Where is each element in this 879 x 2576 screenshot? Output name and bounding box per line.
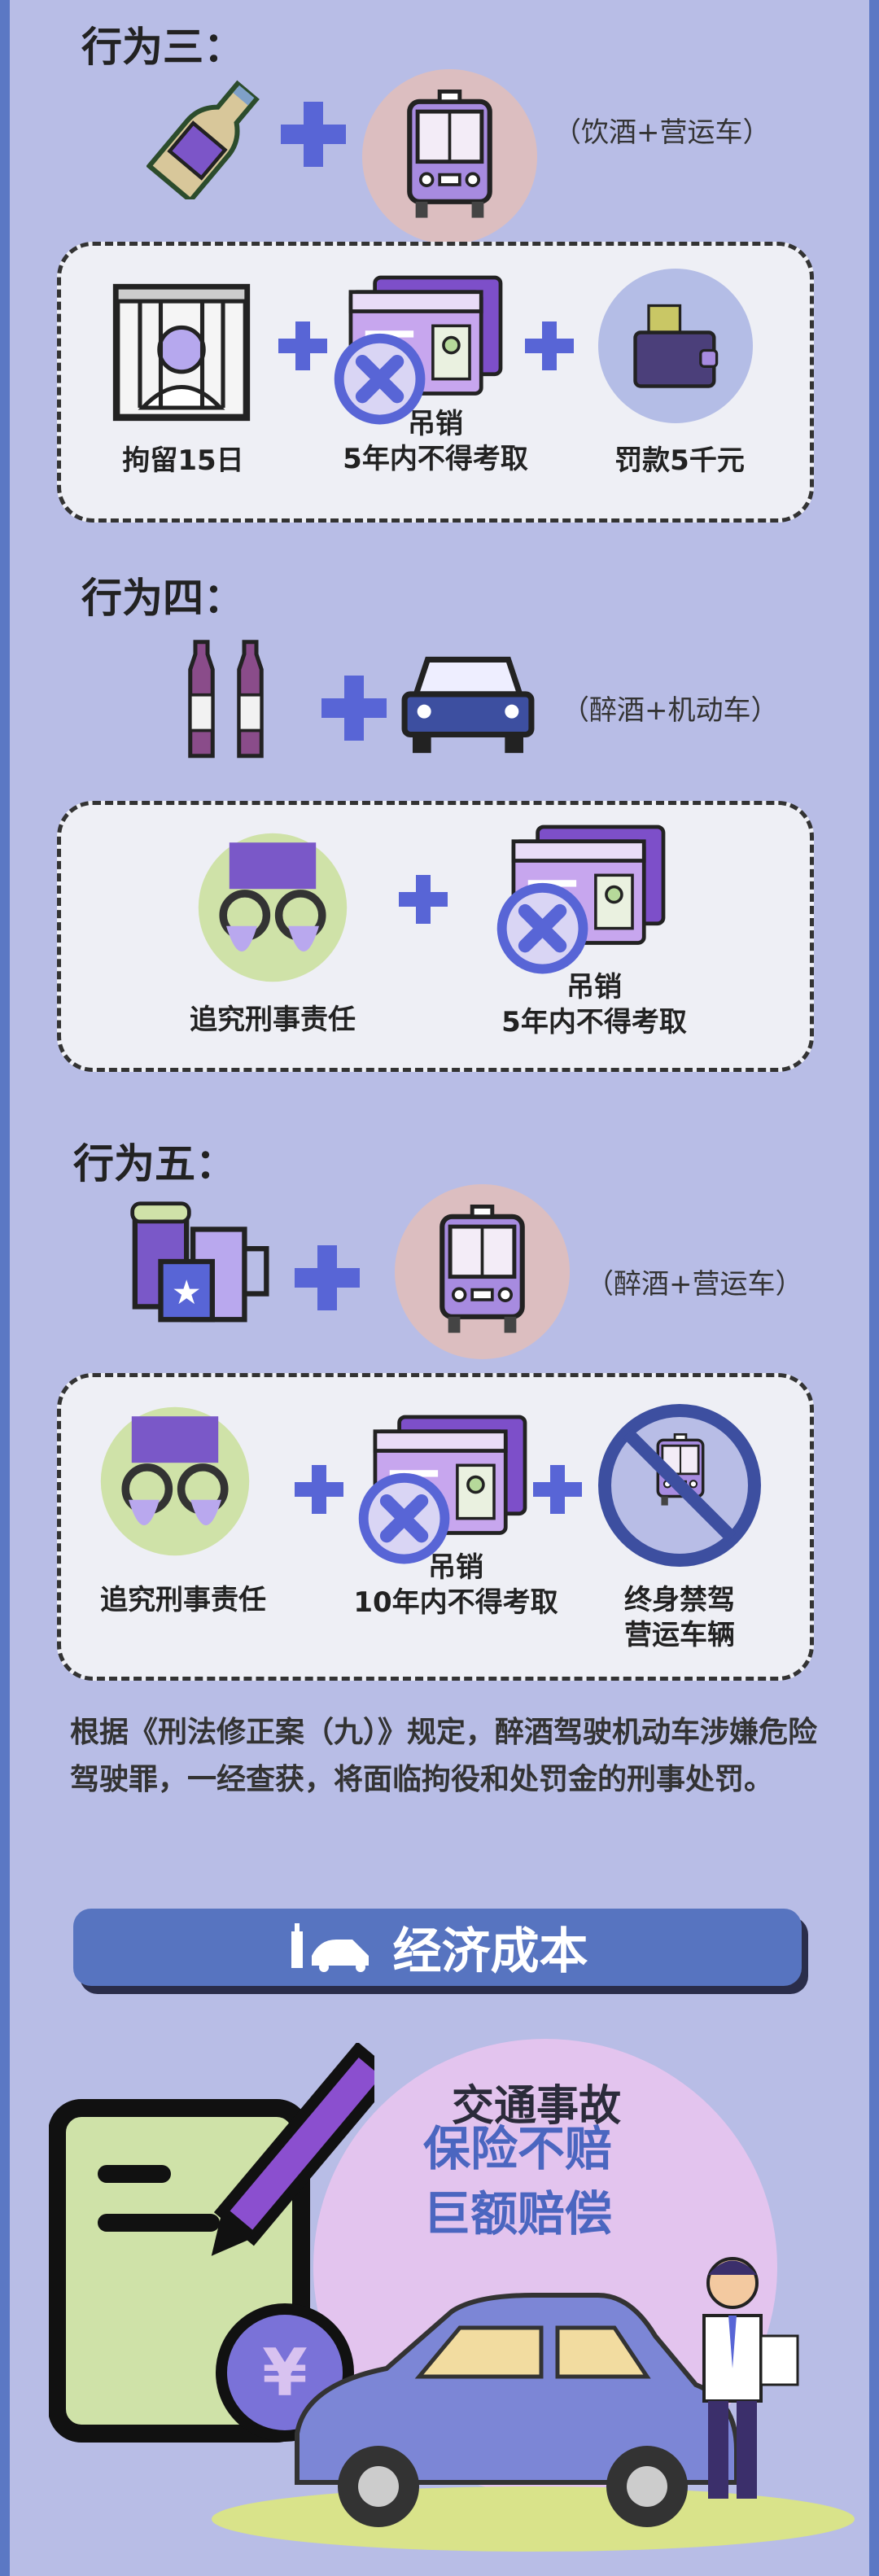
penalty-label: 吊销 5年内不得考取 xyxy=(501,971,687,1039)
bus-icon xyxy=(399,90,501,220)
plus-icon xyxy=(399,875,448,924)
behavior3-caption: （饮酒+营运车） xyxy=(553,116,771,149)
legal-paragraph: 根据《刑法修正案（九）》规定，醉酒驾驶机动车涉嫌危险驾驶罪，一经查获，将面临拘役… xyxy=(70,1716,818,1796)
penalty-label: 罚款5千元 xyxy=(614,444,745,477)
license-revoked-icon xyxy=(334,273,513,427)
economic-cost-banner: 经济成本 xyxy=(73,1909,802,1986)
yuan-symbol: ¥ xyxy=(262,2334,308,2411)
no-insurance-text: 保险不赔 xyxy=(423,2121,613,2176)
license-revoked-icon xyxy=(496,822,676,977)
car-illustration xyxy=(295,2293,739,2527)
plus-icon xyxy=(321,676,387,741)
handcuffs-icon xyxy=(195,830,350,985)
banner-title: 经济成本 xyxy=(392,1923,588,1980)
plus-icon xyxy=(295,1245,360,1310)
jail-icon xyxy=(112,283,251,422)
bus-icon xyxy=(431,1205,533,1335)
behavior4-title: 行为四： xyxy=(81,575,244,622)
beer-mugs-icon: ★ xyxy=(130,1201,269,1323)
behavior5-title: 行为五： xyxy=(73,1140,236,1187)
behavior4-penalty-box xyxy=(57,801,814,1072)
beer-bottles-icon xyxy=(175,635,277,765)
license-revoked-icon xyxy=(358,1412,537,1567)
penalty-label: 拘留15日 xyxy=(122,444,244,477)
man-icon xyxy=(702,2257,799,2499)
svg-text:★: ★ xyxy=(172,1273,202,1312)
penalty-label: 追究刑事责任 xyxy=(190,1004,356,1036)
wallet-icon xyxy=(633,304,719,388)
behavior5-caption: （醉酒+营运车） xyxy=(586,1268,803,1301)
penalty-label: 吊销 5年内不得考取 xyxy=(343,408,528,475)
left-border xyxy=(0,0,10,2576)
no-bus-icon xyxy=(598,1404,761,1567)
wine-bottle-icon xyxy=(146,80,260,199)
huge-compensation-text: 巨额赔偿 xyxy=(423,2186,613,2241)
behavior3-title: 行为三： xyxy=(81,24,244,71)
penalty-label: 追究刑事责任 xyxy=(100,1584,266,1616)
accident-text: 交通事故 xyxy=(452,2082,622,2131)
behavior4-caption: （醉酒+机动车） xyxy=(562,694,779,727)
plus-icon xyxy=(295,1465,343,1514)
drunk-crash-icon xyxy=(291,1922,369,1972)
plus-icon xyxy=(533,1465,582,1514)
penalty-label: 吊销 10年内不得考取 xyxy=(353,1551,558,1619)
plus-icon xyxy=(525,321,574,370)
handcuffs-icon xyxy=(98,1404,252,1559)
car-icon xyxy=(401,656,535,754)
penalty-label: 终身禁驾 营运车辆 xyxy=(624,1584,735,1651)
plus-icon xyxy=(278,321,327,370)
right-border xyxy=(869,0,879,2576)
plus-icon xyxy=(281,102,346,167)
